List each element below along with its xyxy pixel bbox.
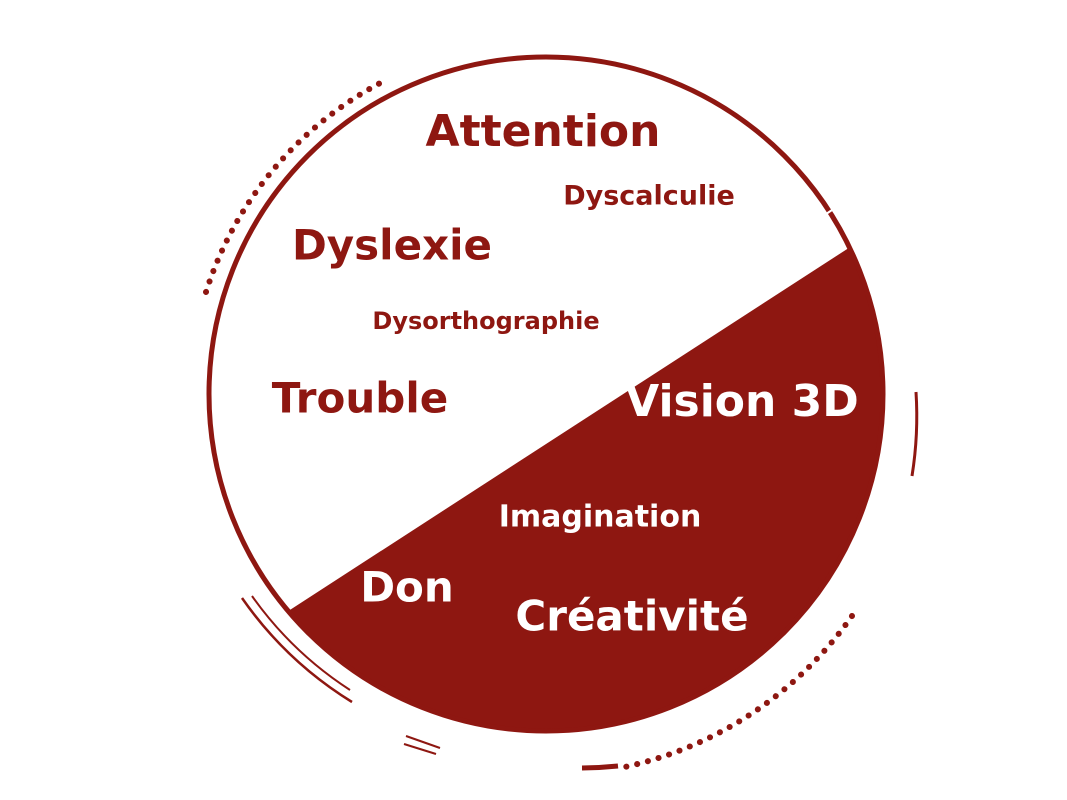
word-imagination: Imagination <box>499 500 702 535</box>
accent-dash-1 <box>405 735 441 749</box>
word-dysorthographie: Dysorthographie <box>372 307 599 335</box>
dark-half <box>209 150 883 731</box>
accent-dash-2 <box>403 743 437 755</box>
word-vision-3d: Vision 3D <box>625 376 859 427</box>
dotted-arc-top-left <box>203 77 389 295</box>
word-dyscalculie: Dyscalculie <box>563 181 735 212</box>
word-creativite: Créativité <box>515 592 748 641</box>
word-don: Don <box>360 563 454 612</box>
accent-arc-bottom-left-outer <box>240 597 353 704</box>
accent-arc-right <box>910 391 919 477</box>
word-dyslexie: Dyslexie <box>292 221 492 270</box>
divider-line <box>275 209 833 589</box>
word-trouble: Trouble <box>272 374 448 423</box>
circle-outline <box>206 54 886 734</box>
dotted-arc-bottom-right <box>617 613 855 771</box>
accent-arc-bottom-left-inner <box>251 595 351 691</box>
accent-arc-bottom <box>581 763 619 771</box>
word-attention: Attention <box>426 106 661 157</box>
circle-fill <box>209 57 883 731</box>
